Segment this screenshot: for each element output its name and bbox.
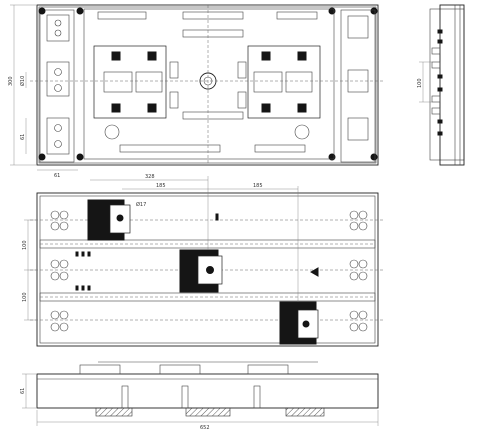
dim-bottom-height: 61 (20, 388, 26, 394)
breaker-block-right (247, 45, 321, 119)
dim-top-height: 300 (8, 76, 14, 86)
top-view-dimensions: 300 Ø10 61 61 (8, 4, 78, 179)
dim-top-foot: 61 (54, 173, 60, 179)
left-terminal-strip (39, 9, 75, 163)
top-view (30, 4, 384, 166)
hatched-foot (285, 407, 325, 417)
clamp-block-3 (279, 301, 319, 345)
hatched-foot (95, 407, 133, 417)
bolt-cluster-right (349, 210, 368, 332)
corner-bolt-icon (76, 153, 84, 161)
side-view: 100 (417, 4, 465, 166)
hatched-foot (185, 407, 231, 417)
clamp-block-2 (179, 249, 223, 293)
dim-bottom-length: 652 (200, 425, 210, 431)
dim-front-hole: Ø17 (136, 201, 146, 208)
dim-top-bolt: Ø10 (19, 76, 26, 86)
dim-front-pitch-2: 100 (22, 292, 28, 302)
front-view (30, 192, 384, 347)
front-view-dimensions: 328 185 185 Ø17 100 100 (22, 174, 299, 321)
side-view-outline (429, 8, 465, 161)
dim-front-span-2: 185 (253, 183, 263, 189)
dim-front-span-1: 185 (156, 183, 166, 189)
dim-front-pitch-1: 100 (22, 240, 28, 250)
corner-bolt-icon (38, 7, 46, 15)
clamp-block-1 (87, 199, 131, 241)
bottom-view: 652 61 (20, 361, 379, 431)
corner-bolt-icon (38, 153, 46, 161)
front-view-outline (36, 192, 379, 347)
dim-side-pitch: 100 (417, 78, 423, 88)
corner-bolt-icon (328, 153, 336, 161)
top-view-outline (36, 4, 379, 166)
arrow-marker-icon (309, 267, 319, 277)
corner-bolt-icon (328, 7, 336, 15)
corner-bolt-icon (370, 153, 378, 161)
corner-bolt-icon (76, 7, 84, 15)
bolt-cluster-left (50, 210, 69, 332)
corner-bolt-icon (370, 7, 378, 15)
dim-top-side: 61 (20, 134, 26, 140)
dim-front-total: 328 (145, 174, 155, 180)
